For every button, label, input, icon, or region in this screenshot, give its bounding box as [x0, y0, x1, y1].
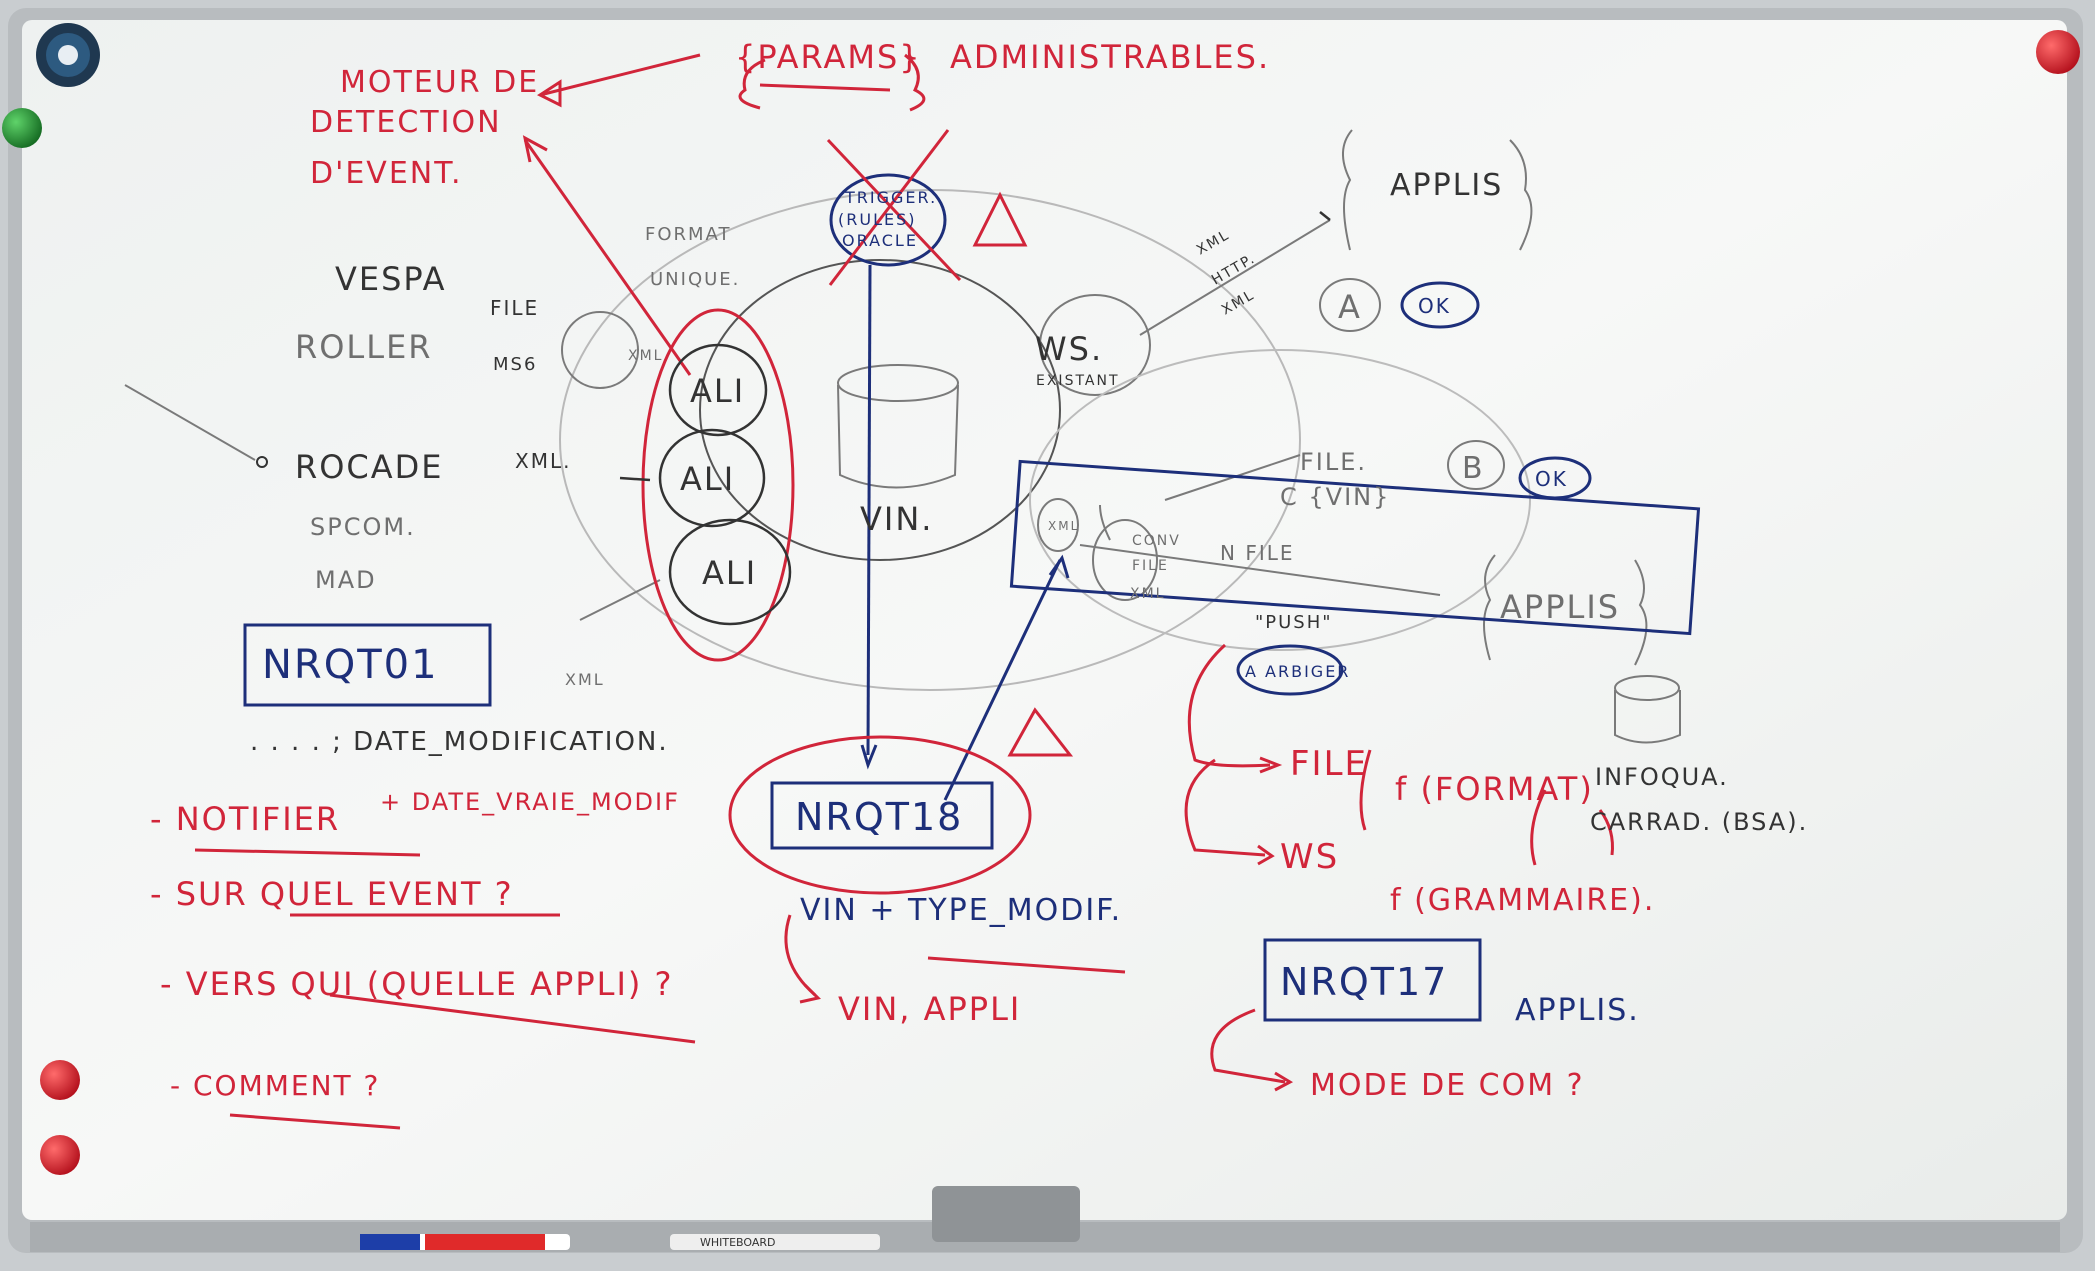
existant-text: EXISTANT	[1036, 373, 1120, 389]
ali-circle-1	[668, 343, 768, 437]
ali-label-1: ALI	[690, 372, 745, 410]
magnet-red-top-right[interactable]	[2036, 30, 2080, 74]
trigger-text-2: (RULES)	[838, 210, 917, 229]
roller-text: ROLLER	[295, 328, 433, 366]
conv-text-2: FILE	[1132, 558, 1169, 574]
ok-a-bubble	[1400, 281, 1480, 329]
xml-text: XML.	[515, 449, 571, 473]
b-text: B	[1462, 451, 1485, 486]
question-sur-quel-event: - SUR QUEL EVENT ?	[150, 875, 514, 913]
gray-sketch	[124, 129, 1681, 744]
board-surface	[22, 20, 2067, 1220]
ali-label-2: ALI	[680, 460, 735, 498]
administrables-text: ADMINISTRABLES.	[950, 38, 1270, 76]
ok-a-text: OK	[1418, 294, 1451, 318]
question-notifier: - NOTIFIER	[150, 800, 340, 838]
f-grammaire-text: f (GRAMMAIRE).	[1390, 883, 1655, 918]
nrqt18-box	[770, 781, 994, 850]
question-vers-qui: - VERS QUI (QUELLE APPLI) ?	[160, 965, 674, 1003]
date-modification-text: . . . . ; DATE_MODIFICATION.	[250, 727, 669, 757]
applis-bottom-text: APPLIS.	[1515, 993, 1640, 1028]
nrqt01-box	[243, 623, 492, 707]
ok-b-text: OK	[1535, 467, 1568, 491]
nrqt17-box	[1263, 938, 1482, 1022]
c-vin-text: C {VIN}	[1280, 483, 1390, 511]
nrqt01-label: NRQT01	[262, 642, 439, 688]
b-bubble	[1447, 440, 1505, 490]
vin-appli-text: VIN, APPLI	[838, 990, 1021, 1028]
question-comment: - COMMENT ?	[170, 1069, 380, 1102]
specom-text: SPCOM.	[310, 513, 416, 541]
file-c-text: FILE.	[1300, 448, 1367, 476]
a-arbiger-bubble	[1236, 644, 1344, 696]
vespa-text: VESPA	[335, 260, 447, 298]
ali-circle-2	[658, 428, 766, 528]
applis-top-text: APPLIS	[1390, 168, 1503, 203]
ali-group-ellipse	[641, 308, 795, 662]
ws-bubble	[1039, 294, 1151, 396]
format-text: FORMAT	[645, 224, 731, 245]
a-arbiger-text: A ARBIGER	[1245, 662, 1350, 681]
ali-circles	[619, 211, 1331, 626]
brand-logo	[36, 23, 100, 87]
vin-text: VIN.	[860, 500, 933, 538]
rocade-text: ROCADE	[295, 448, 444, 486]
vin-type-modif-text: VIN + TYPE_MODIF.	[800, 893, 1122, 928]
marker-red[interactable]	[425, 1234, 545, 1250]
cloud-right	[1029, 349, 1531, 651]
n-file-text: N FILE	[1220, 541, 1295, 565]
applis-box-text: APPLIS	[1500, 588, 1620, 626]
ok-b-bubble	[1518, 456, 1592, 500]
file-f-text: FILE	[1290, 744, 1368, 784]
unique-text: UNIQUE.	[650, 269, 740, 290]
magnet-red-bottom-2[interactable]	[40, 1135, 80, 1175]
mode-com-text: MODE DE COM ?	[1310, 1068, 1585, 1103]
f-format-text: f (FORMAT)	[1395, 770, 1594, 808]
nrqt18-label: NRQT18	[795, 795, 963, 839]
blue-sketch	[243, 173, 1701, 1022]
conv-text-1: CONV	[1132, 533, 1181, 549]
marker-blue[interactable]	[360, 1234, 420, 1250]
marker-black-label: WHITEBOARD	[700, 1236, 776, 1249]
xml-small-left: XML	[628, 348, 663, 364]
xml-lower-text: XML	[565, 670, 605, 689]
params-text: {PARAMS}	[735, 38, 922, 76]
red-sketch	[194, 53, 1614, 1130]
detection-text: DETECTION	[310, 105, 502, 140]
ws-text: WS.	[1035, 330, 1103, 368]
moteur-text: MOTEUR DE	[340, 65, 539, 100]
a-bubble	[1319, 278, 1381, 332]
push-text: "PUSH"	[1255, 612, 1333, 633]
marker-black[interactable]	[670, 1234, 880, 1250]
devent-text: D'EVENT.	[310, 156, 463, 191]
magnet-red-bottom-1[interactable]	[40, 1060, 80, 1100]
ali-label-3: ALI	[702, 554, 757, 592]
xml-box-text: XML	[1048, 519, 1079, 533]
ws-f-text: WS	[1280, 837, 1339, 877]
trigger-text-3: ORACLE	[842, 231, 918, 250]
mad-text: MAD	[315, 566, 377, 594]
trigger-bubble	[829, 173, 947, 267]
magnet-green[interactable]	[2, 108, 42, 148]
eraser[interactable]	[932, 1186, 1080, 1242]
conv-text-3: XML	[1130, 586, 1165, 602]
file-text: FILE	[490, 296, 539, 320]
ms6-text: MS6	[493, 354, 537, 375]
box-c	[1009, 459, 1701, 636]
nrqt17-label: NRQT17	[1280, 960, 1448, 1004]
a-text: A	[1338, 288, 1362, 326]
nrqt18-ellipse	[728, 735, 1032, 895]
ali-circle-3	[668, 518, 792, 626]
carrad-text: CARRAD. (BSA).	[1590, 808, 1808, 836]
trigger-text-1: TRIGGER.	[844, 188, 937, 207]
vin-bubble	[699, 259, 1061, 561]
infoqua-text: INFOQUA.	[1595, 763, 1729, 791]
date-vraie-modif-text: + DATE_VRAIE_MODIF	[380, 788, 680, 816]
